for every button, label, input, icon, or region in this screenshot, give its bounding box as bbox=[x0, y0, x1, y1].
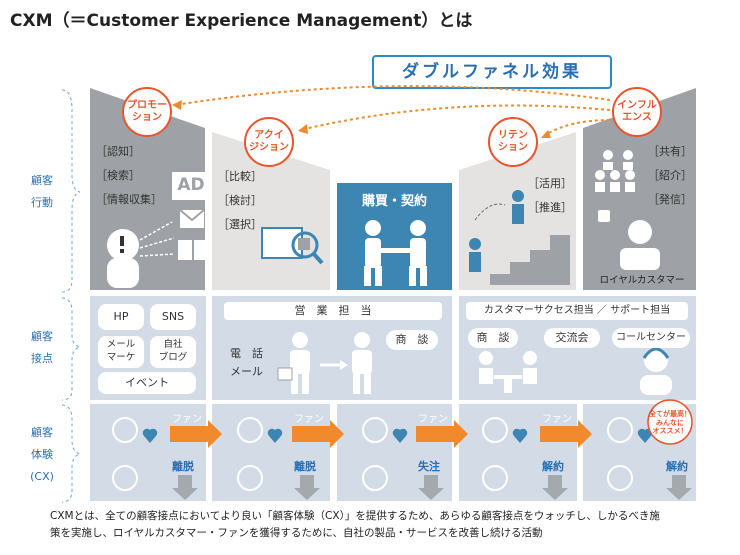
promotion-circle: プロモーション bbox=[122, 87, 172, 137]
label-search: ［検索］ bbox=[96, 169, 140, 182]
touch-support-meeting: 商 談 bbox=[468, 328, 518, 348]
influence-circle-line1: インフル bbox=[617, 100, 657, 111]
purchase-stage-bg bbox=[337, 183, 452, 290]
double-funnel-arrow-mid bbox=[299, 104, 611, 131]
fan-arrows bbox=[170, 420, 592, 448]
label-publish: ［発信］ bbox=[648, 193, 692, 206]
sales-rep-header: 営 業 担 当 bbox=[224, 302, 442, 320]
influence-circle-line2: エンス bbox=[622, 112, 652, 123]
cx-faces bbox=[112, 417, 633, 491]
footer-line2: 策を実施し、ロイヤルカスタマー・ファンを獲得するために、自社の製品・サービスを改… bbox=[50, 527, 543, 539]
touch-own-blog: 自社 ブログ bbox=[150, 336, 196, 368]
fan-label-1: ファン bbox=[172, 414, 202, 425]
row-label-experience: 顧客 体験 (CX) bbox=[22, 422, 62, 488]
label-share: ［共有］ bbox=[648, 145, 692, 158]
retention-circle-line1: リテン bbox=[498, 130, 528, 141]
footer-line1: CXMとは、全ての顧客接点においてより良い「顧客体験（CX）」を提供するため、あ… bbox=[50, 510, 660, 522]
fan-label-2: ファン bbox=[294, 414, 324, 425]
touch-sns: SNS bbox=[150, 304, 196, 330]
row-label-touchpoint: 顧客 接点 bbox=[22, 326, 62, 370]
row-label-behavior: 顧客 行動 bbox=[22, 170, 62, 214]
label-compare: ［比較］ bbox=[218, 170, 262, 183]
recommend-bubble bbox=[647, 399, 693, 445]
retention-arrow bbox=[544, 119, 611, 136]
touch-phone: 電 話 bbox=[230, 347, 263, 360]
acquisition-circle-line2: ジション bbox=[249, 142, 289, 153]
touch-community-event: 交流会 bbox=[544, 328, 600, 348]
row-label-behavior-line1: 顧客 bbox=[31, 174, 53, 187]
fan-label-4: ファン bbox=[542, 414, 572, 425]
thumbs-up-icon bbox=[598, 210, 610, 222]
sales-rep-figure bbox=[277, 332, 310, 394]
recommend-bubble-text: 全てが最高！ みんなに オススメ！ bbox=[648, 410, 692, 436]
thinking-person-icon bbox=[107, 229, 139, 288]
churn-label-2: 離脱 bbox=[294, 460, 316, 473]
row-label-experience-line3: (CX) bbox=[30, 470, 54, 483]
promotion-behavior-labels: ［認知］ ［検索］ ［情報収集］ bbox=[96, 140, 162, 212]
experience-brace bbox=[61, 404, 81, 503]
touch-hp: HP bbox=[98, 304, 144, 330]
touch-call-center: コールセンター bbox=[612, 328, 690, 348]
churn-label-1: 離脱 bbox=[172, 460, 194, 473]
behavior-brace bbox=[61, 89, 81, 293]
cx-hearts bbox=[142, 428, 653, 443]
acquisition-circle-line1: アクイ bbox=[254, 130, 284, 141]
row-label-behavior-line2: 行動 bbox=[31, 196, 53, 209]
label-info-gathering: ［情報収集］ bbox=[96, 193, 162, 206]
row-label-touchpoint-line1: 顧客 bbox=[31, 330, 53, 343]
touchpoint-brace bbox=[61, 297, 81, 401]
leave-arrows bbox=[172, 475, 692, 500]
label-promote: ［推進］ bbox=[528, 201, 572, 214]
customer-figure bbox=[352, 332, 372, 394]
stairs-icon bbox=[468, 190, 570, 285]
headset-operator-icon bbox=[640, 347, 672, 395]
bubble-line1: 全てが最高！ bbox=[649, 410, 691, 418]
label-consider: ［検討］ bbox=[218, 194, 262, 207]
cancel-label-1: 解約 bbox=[542, 460, 564, 473]
label-select: ［選択］ bbox=[218, 218, 262, 231]
promotion-circle-line2: ション bbox=[132, 112, 162, 123]
row-label-touchpoint-line2: 接点 bbox=[31, 352, 53, 365]
label-refer: ［紹介］ bbox=[648, 169, 692, 182]
label-utilize: ［活用］ bbox=[528, 177, 572, 190]
lost-deal-label: 失注 bbox=[418, 460, 440, 473]
fan-label-3: ファン bbox=[418, 414, 448, 425]
retention-circle: リテンション bbox=[488, 117, 538, 167]
retention-behavior-labels: ［活用］ ［推進］ bbox=[528, 172, 572, 220]
ad-board-icon bbox=[172, 172, 210, 200]
cancel-label-2: 解約 bbox=[666, 460, 688, 473]
touch-mail-marketing: メール マーケ bbox=[98, 336, 144, 368]
acquisition-circle: アクイジション bbox=[244, 117, 294, 167]
bubble-line2: みんなに bbox=[656, 418, 684, 427]
double-funnel-banner: ダブルファネル効果 bbox=[372, 55, 612, 89]
row-label-experience-line1: 顧客 bbox=[31, 426, 53, 439]
loyal-customer-label: ロイヤルカスタマー bbox=[599, 275, 685, 286]
loyal-customer-icon bbox=[620, 220, 660, 270]
page-title: CXM（＝Customer Experience Management）とは bbox=[10, 11, 473, 31]
retention-circle-line2: ション bbox=[498, 142, 528, 153]
double-funnel-arrow-top bbox=[174, 85, 611, 106]
touch-business-meeting: 商 談 bbox=[386, 330, 438, 350]
footer-description: CXMとは、全ての顧客接点においてより良い「顧客体験（CX）」を提供するため、あ… bbox=[50, 508, 710, 542]
audience-icon bbox=[595, 150, 635, 192]
acquisition-behavior-labels: ［比較］ ［検討］ ［選択］ bbox=[218, 165, 262, 237]
purchase-label: 購買・契約 bbox=[361, 194, 427, 209]
bubble-line3: オススメ！ bbox=[652, 427, 688, 435]
comparison-screen-icon bbox=[261, 227, 324, 265]
handshake-icon bbox=[364, 220, 427, 286]
label-awareness: ［認知］ bbox=[96, 145, 140, 158]
influence-behavior-labels: ［共有］ ［紹介］ ［発信］ bbox=[648, 140, 692, 212]
influence-circle: インフルエンス bbox=[612, 87, 662, 137]
promotion-circle-line1: プロモー bbox=[127, 100, 167, 111]
influence-stage-bg bbox=[583, 88, 696, 290]
ad-text: AD bbox=[177, 175, 205, 195]
row-label-experience-line2: 体験 bbox=[31, 448, 53, 461]
meeting-table-icon bbox=[479, 351, 537, 393]
touch-mail: メール bbox=[230, 365, 263, 378]
support-rep-header: カスタマーサクセス担当 ／ サポート担当 bbox=[466, 302, 688, 320]
touch-event: イベント bbox=[98, 372, 196, 394]
